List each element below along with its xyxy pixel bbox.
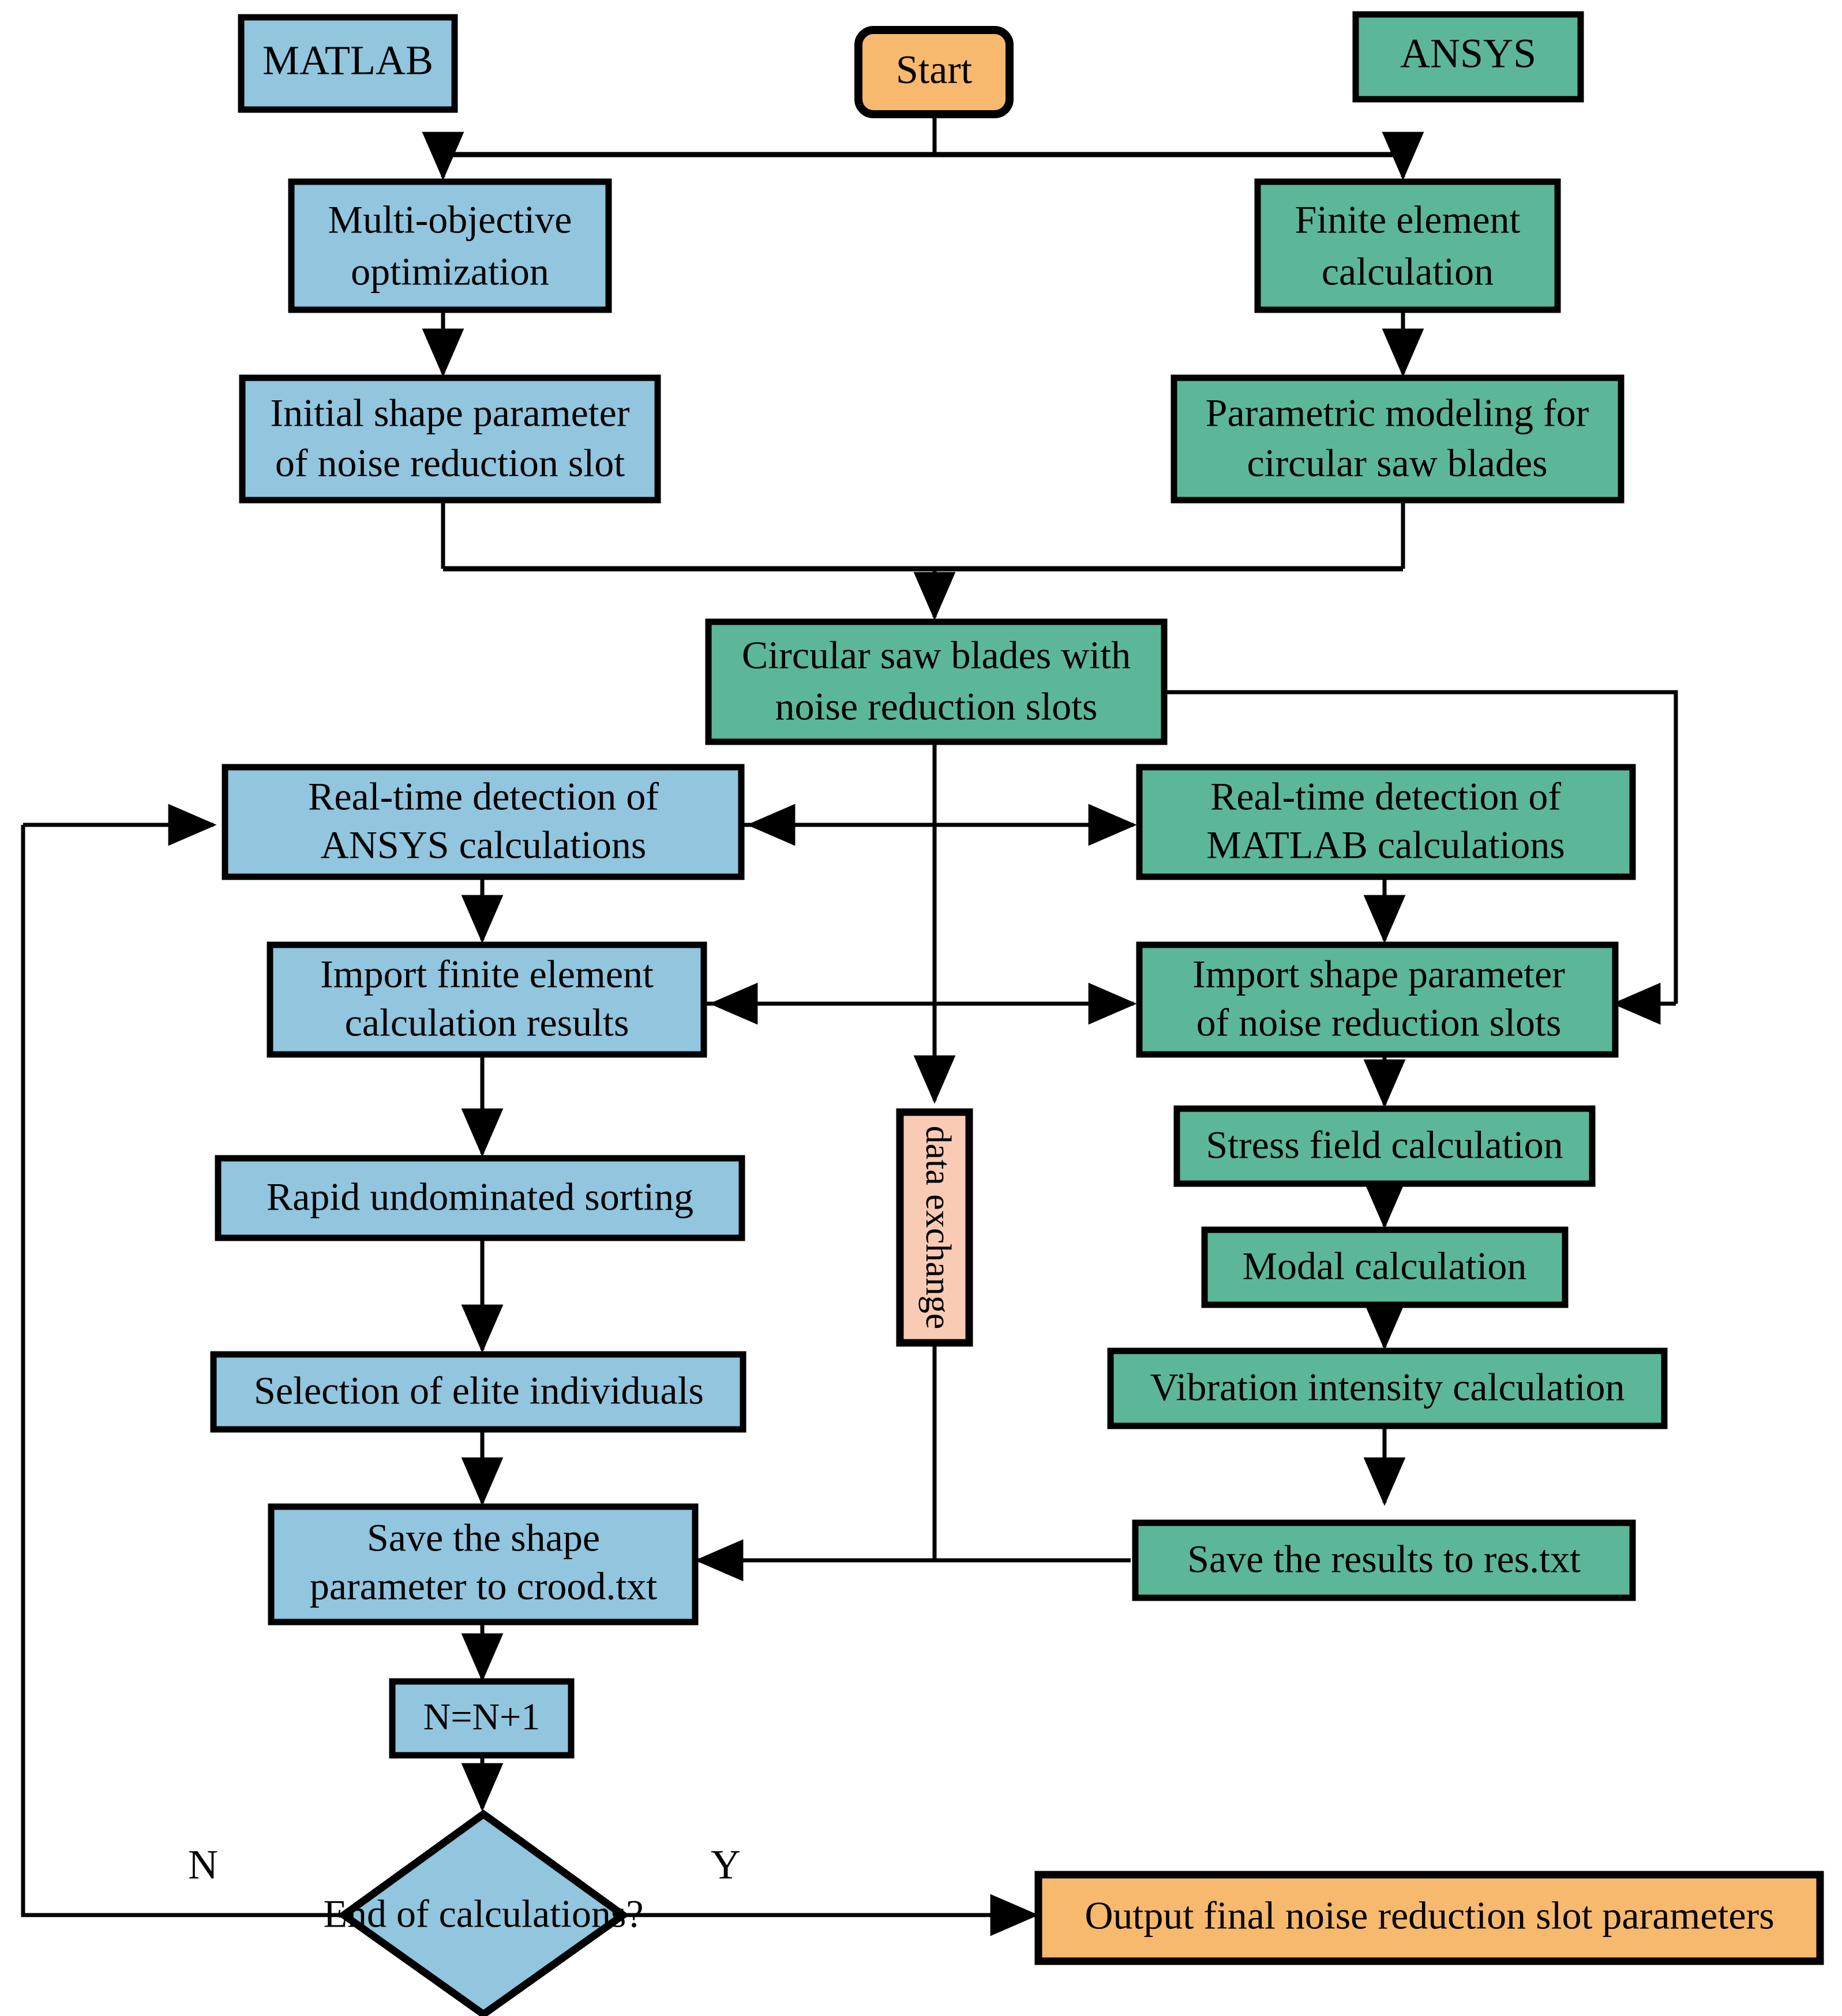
node-realtime-detection-ansys: Real-time detection of ANSYS calculation… [222,764,745,880]
node-import-shape-parameter-line1: Import shape parameter [1192,952,1565,996]
node-circular-saw-blades-line1: Circular saw blades with [742,633,1131,677]
node-finite-element-calculation-line2: calculation [1322,250,1494,294]
node-initial-shape-parameter: Initial shape parameter of noise reducti… [239,374,661,504]
node-decision-end-of-calculations: End of calculations? [323,1809,644,2016]
node-start-label: Start [896,48,973,92]
node-vibration-intensity-calculation: Vibration intensity calculation [1107,1347,1668,1429]
legend-ansys: ANSYS [1352,11,1584,103]
node-save-results-label: Save the results to res.txt [1187,1537,1581,1581]
node-n-increment: N=N+1 [389,1678,575,1759]
node-parametric-modeling-line1: Parametric modeling for [1206,391,1589,435]
node-data-exchange-label: data exchange [918,1126,958,1330]
node-initial-shape-parameter-line1: Initial shape parameter [270,391,629,435]
edge-label-yes: Y [711,1842,741,1888]
node-stress-field-calculation: Stress field calculation [1173,1105,1596,1187]
node-selection-elite-individuals-label: Selection of elite individuals [254,1369,704,1413]
node-save-shape-parameter-line2: parameter to crood.txt [310,1564,657,1608]
node-n-increment-label: N=N+1 [423,1696,541,1738]
node-realtime-detection-matlab: Real-time detection of MATLAB calculatio… [1136,764,1636,880]
node-rapid-undominated-sorting-label: Rapid undominated sorting [267,1175,693,1219]
node-multi-objective-optimization: Multi-objective optimization [288,178,612,313]
legend-matlab-label: MATLAB [262,37,433,84]
node-parametric-modeling-line2: circular saw blades [1247,441,1547,485]
node-circular-saw-blades: Circular saw blades with noise reduction… [705,618,1168,745]
node-multi-objective-optimization-line1: Multi-objective [328,198,572,242]
node-import-shape-parameter: Import shape parameter of noise reductio… [1136,941,1619,1058]
node-stress-field-calculation-label: Stress field calculation [1206,1123,1563,1167]
node-realtime-detection-ansys-line1: Real-time detection of [308,775,659,819]
node-finite-element-calculation: Finite element calculation [1254,178,1561,313]
edge-label-no: N [188,1842,218,1888]
node-vibration-intensity-calculation-label: Vibration intensity calculation [1150,1365,1625,1409]
node-initial-shape-parameter-line2: of noise reduction slot [275,441,625,485]
node-save-results: Save the results to res.txt [1132,1519,1636,1601]
node-selection-elite-individuals: Selection of elite individuals [210,1351,746,1433]
node-realtime-detection-matlab-line1: Real-time detection of [1210,775,1561,819]
node-finite-element-calculation-line1: Finite element [1295,198,1521,242]
legend-ansys-label: ANSYS [1400,31,1536,77]
node-realtime-detection-ansys-line2: ANSYS calculations [321,823,647,867]
node-import-fe-results: Import finite element calculation result… [267,941,707,1058]
node-import-fe-results-line1: Import finite element [320,952,654,996]
node-import-shape-parameter-line2: of noise reduction slots [1196,1001,1562,1045]
node-multi-objective-optimization-line2: optimization [351,250,549,294]
node-save-shape-parameter-line1: Save the shape [367,1516,600,1560]
node-circular-saw-blades-line2: noise reduction slots [775,685,1097,729]
legend-matlab: MATLAB [238,14,458,113]
node-modal-calculation-label: Modal calculation [1243,1244,1527,1288]
node-parametric-modeling: Parametric modeling for circular saw bla… [1171,374,1625,504]
node-realtime-detection-matlab-line2: MATLAB calculations [1206,823,1565,867]
node-import-fe-results-line2: calculation results [345,1001,629,1045]
node-rapid-undominated-sorting: Rapid undominated sorting [215,1155,745,1241]
node-output-final-label: Output final noise reduction slot parame… [1085,1894,1774,1938]
node-output-final: Output final noise reduction slot parame… [1034,1871,1824,1965]
node-modal-calculation: Modal calculation [1201,1226,1569,1308]
node-save-shape-parameter: Save the shape parameter to crood.txt [268,1503,699,1625]
node-data-exchange: data exchange [896,1108,973,1347]
node-start: Start [854,26,1014,118]
node-decision-label: End of calculations? [323,1892,643,1936]
